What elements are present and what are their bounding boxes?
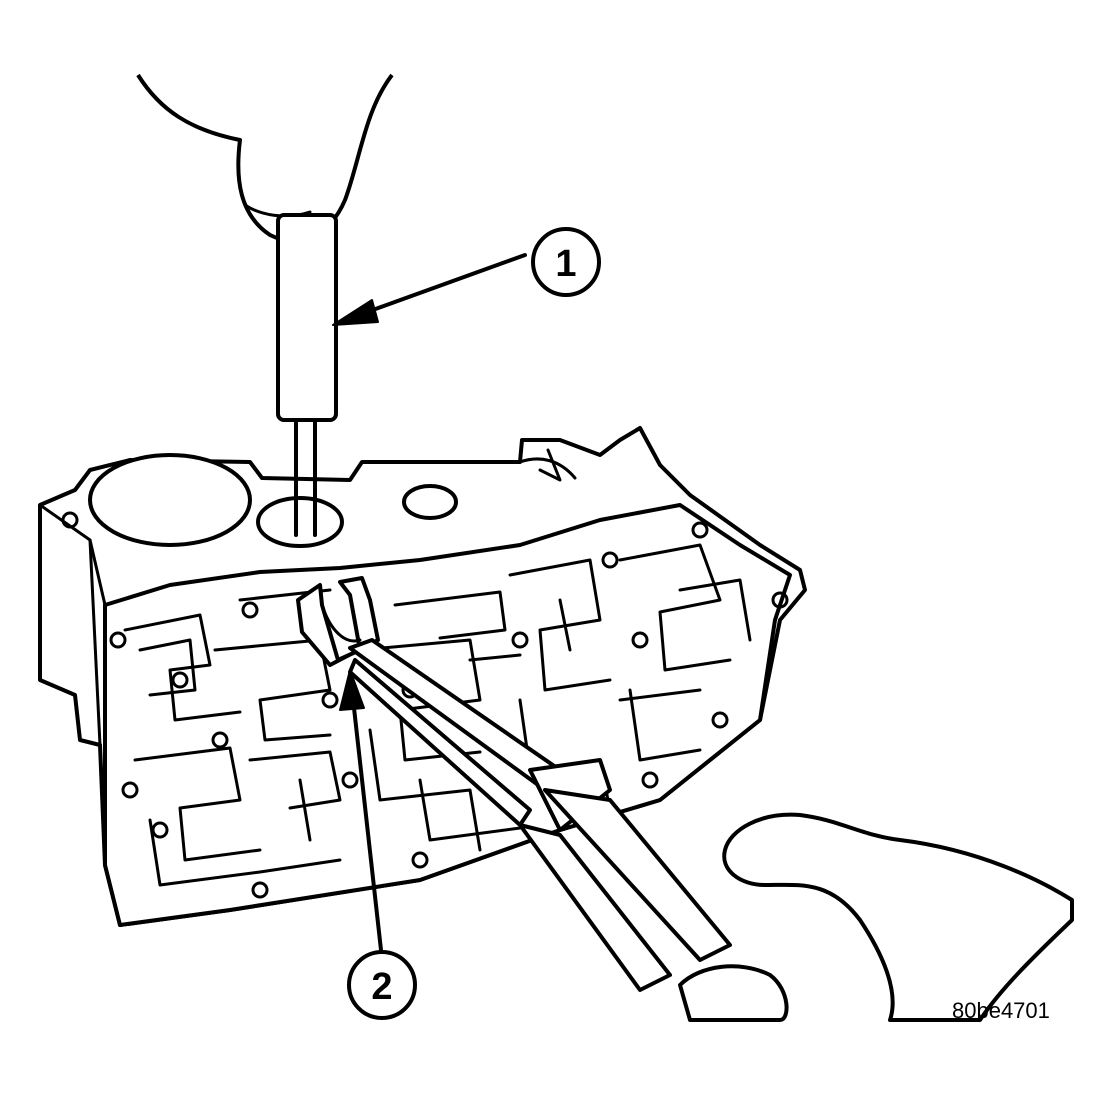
figure-id: 80be4701 [952, 998, 1050, 1023]
callout-1-label: 1 [555, 243, 576, 285]
lower-hand [678, 812, 1074, 1022]
callout-2: 2 [339, 669, 417, 1020]
retainer-clip [296, 576, 380, 667]
tool [276, 213, 338, 537]
upper-hand [136, 73, 394, 243]
callout-2-label: 2 [371, 966, 392, 1008]
pliers [348, 638, 732, 992]
callout-1: 1 [332, 227, 601, 326]
